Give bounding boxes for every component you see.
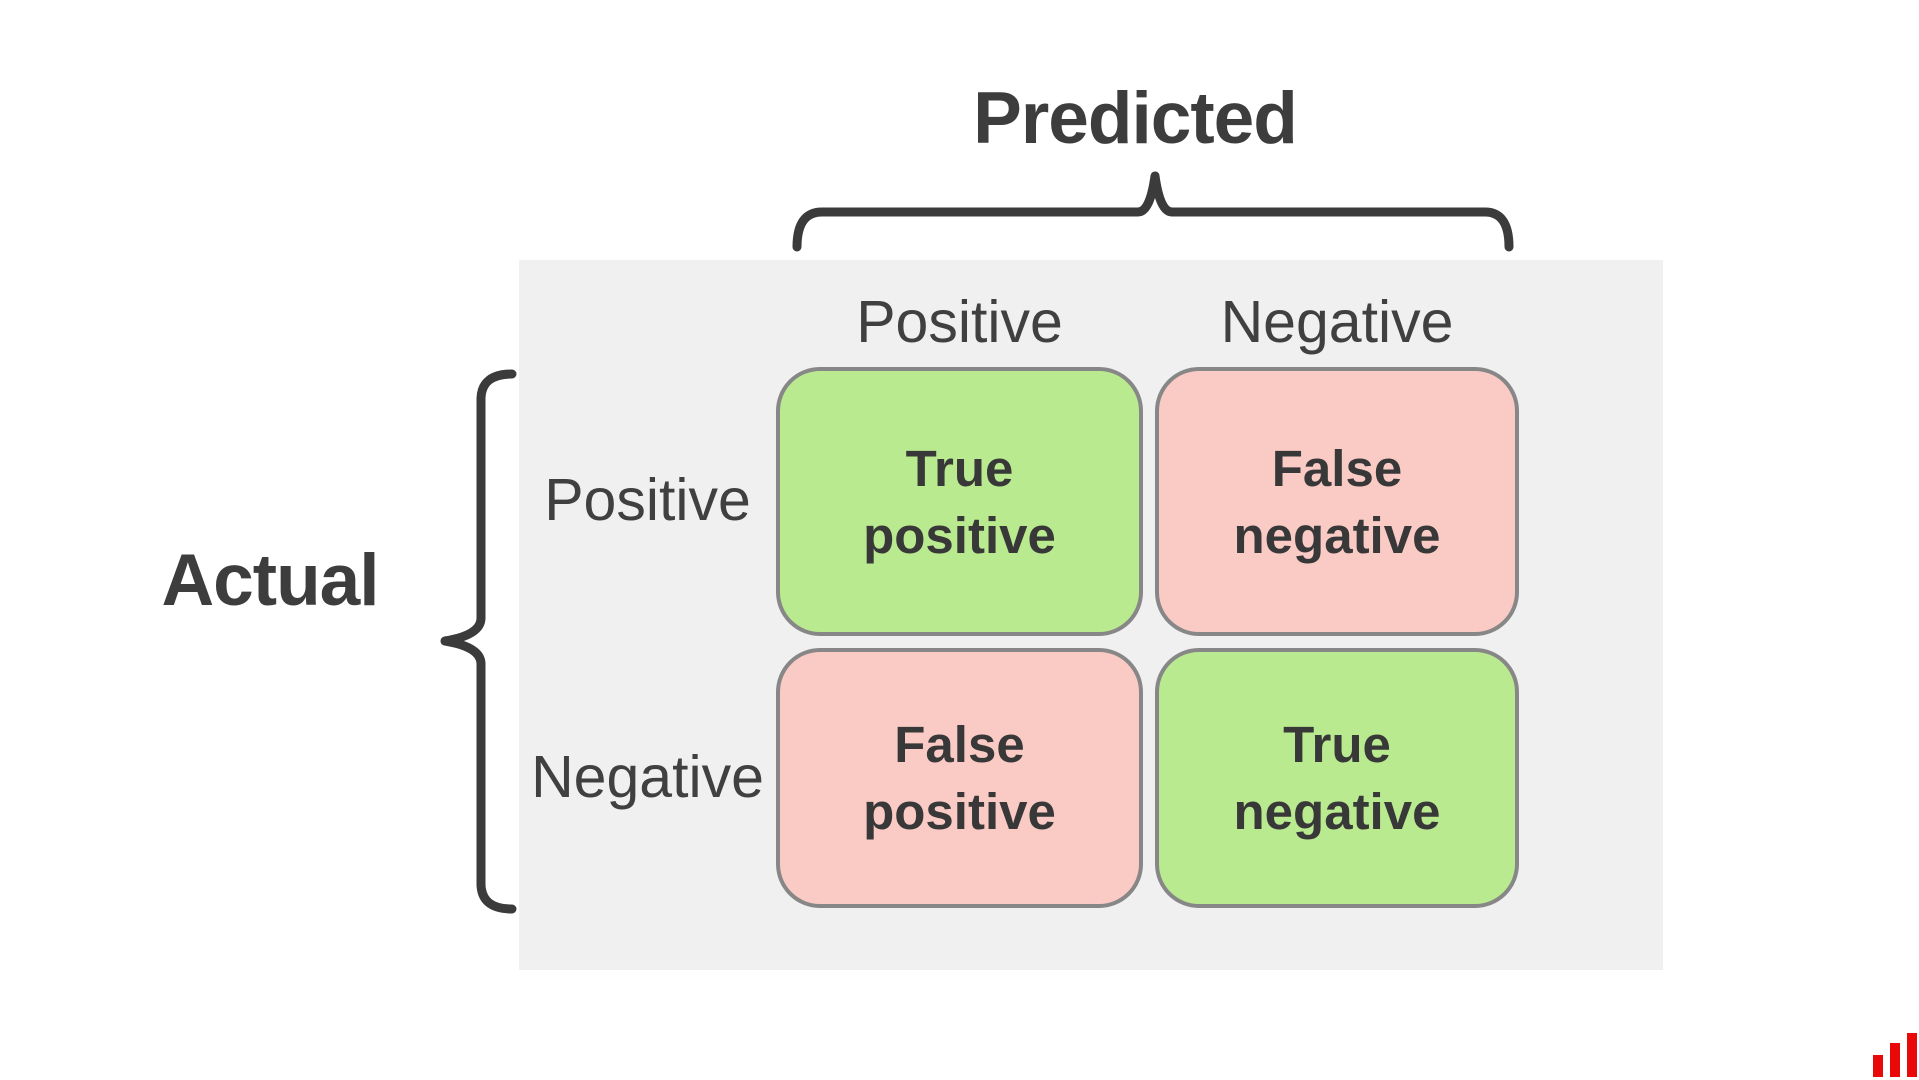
cell-true-negative-line2: negative xyxy=(1233,783,1441,840)
cell-false-negative: False negative xyxy=(1155,367,1519,636)
logo-bar-large xyxy=(1907,1033,1917,1077)
logo-bar-small xyxy=(1873,1055,1883,1077)
predicted-curly-brace xyxy=(792,171,1514,252)
logo-bar-medium xyxy=(1890,1043,1900,1077)
cell-false-negative-line2: negative xyxy=(1233,506,1441,564)
predicted-axis-title: Predicted xyxy=(973,78,1298,159)
actual-curly-brace xyxy=(440,369,517,914)
actual-axis-title: Actual xyxy=(161,540,379,621)
cell-true-negative-line1: True xyxy=(1283,716,1391,773)
cell-true-positive-line1: True xyxy=(905,439,1014,497)
row-header-negative: Negative xyxy=(531,744,764,810)
cell-true-positive: True positive xyxy=(776,367,1143,636)
cell-false-negative-line1: False xyxy=(1271,439,1403,497)
column-header-positive: Positive xyxy=(856,289,1063,355)
cell-false-positive-line2: positive xyxy=(863,783,1056,840)
cell-true-positive-line2: positive xyxy=(863,506,1056,564)
cell-true-negative: True negative xyxy=(1155,648,1519,908)
cell-false-positive-line1: False xyxy=(894,716,1025,773)
bar-chart-logo xyxy=(1873,1033,1917,1077)
column-header-negative: Negative xyxy=(1220,289,1454,355)
row-header-positive: Positive xyxy=(544,467,751,533)
cell-false-positive: False positive xyxy=(776,648,1143,908)
